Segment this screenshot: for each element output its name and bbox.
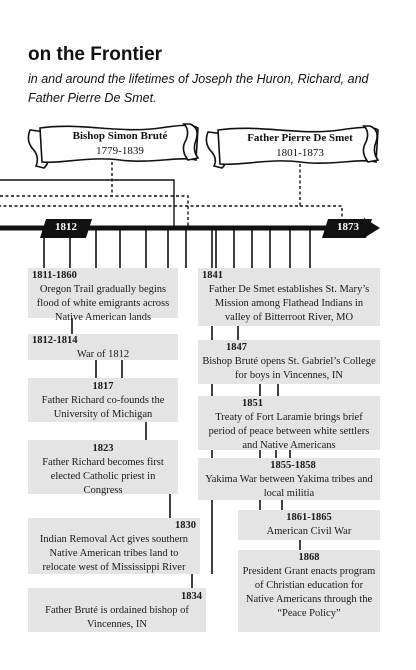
event-year: 1817 xyxy=(92,381,114,392)
event-text: War of 1812 xyxy=(76,349,130,360)
event-text: Father Richard becomes first elected Cat… xyxy=(42,457,164,496)
event-year: 1811-1860 xyxy=(32,270,77,281)
event-text: Father Bruté is ordained bishop of Vince… xyxy=(45,605,189,630)
person-dates: 1801-1873 xyxy=(276,147,324,159)
event-year: 1841 xyxy=(202,270,223,281)
event-year: 1855-1858 xyxy=(270,460,316,471)
person-brute: Bishop Simon Bruté 1779-1839 xyxy=(46,129,194,159)
year-tab-end xyxy=(322,219,372,238)
year-tab-start xyxy=(40,219,92,238)
event-year: 1830 xyxy=(175,520,196,531)
event-text: Bishop Bruté opens St. Gabriel’s College… xyxy=(202,356,376,381)
event-text: Yakima War between Yakima tribes and loc… xyxy=(205,474,373,499)
person-desmet: Father Pierre De Smet 1801-1873 xyxy=(224,131,376,161)
event-st-marys-mission: 1841 Father De Smet establishes St. Mary… xyxy=(198,268,380,326)
event-yakima-war: 1855-1858 Yakima War between Yakima trib… xyxy=(198,458,380,500)
event-peace-policy: 1868 President Grant enacts program of C… xyxy=(238,550,380,632)
event-text: American Civil War xyxy=(266,526,352,537)
event-brute-ordained: 1834 Father Bruté is ordained bishop of … xyxy=(28,588,206,632)
page-title: on the Frontier xyxy=(28,44,163,65)
event-text: President Grant enacts program of Christ… xyxy=(242,566,376,619)
lifespan-connectors xyxy=(0,162,343,228)
event-text: Treaty of Fort Laramie brings brief peri… xyxy=(208,412,370,451)
event-year: 1861-1865 xyxy=(286,512,332,523)
event-year: 1851 xyxy=(242,398,263,409)
brute-dashed-line xyxy=(0,162,189,228)
event-text: Oregon Trail gradually begins flood of w… xyxy=(36,284,170,323)
page-subtitle: in and around the lifetimes of Joseph th… xyxy=(28,72,369,105)
event-civil-war: 1861-1865 American Civil War xyxy=(238,510,380,540)
event-indian-removal-act: 1830 Indian Removal Act gives southern N… xyxy=(28,518,200,574)
event-st-gabriels-college: 1847 Bishop Bruté opens St. Gabriel’s Co… xyxy=(198,340,380,384)
event-war-of-1812: 1812-1814 War of 1812 xyxy=(28,334,178,360)
event-text: Indian Removal Act gives southern Native… xyxy=(39,534,189,573)
event-fort-laramie: 1851 Treaty of Fort Laramie brings brief… xyxy=(198,396,380,451)
person-name: Father Pierre De Smet xyxy=(247,132,353,144)
timeline-end-label: 1873 xyxy=(337,221,359,233)
scroll-banner-brute xyxy=(27,123,200,169)
event-oregon-trail: 1811-1860 Oregon Trail gradually begins … xyxy=(28,268,178,323)
event-year: 1847 xyxy=(226,342,247,353)
event-year: 1868 xyxy=(298,552,320,563)
event-year: 1812-1814 xyxy=(32,335,78,346)
event-richard-congress: 1823 Father Richard becomes first electe… xyxy=(28,440,178,496)
brute-solid-line xyxy=(0,179,175,228)
event-year: 1834 xyxy=(181,591,202,602)
scroll-banner-desmet xyxy=(205,125,380,169)
timeline-start-label: 1812 xyxy=(55,221,77,233)
person-dates: 1779-1839 xyxy=(96,145,144,157)
event-text: Father De Smet establishes St. Mary’s Mi… xyxy=(208,284,370,323)
event-university-michigan: 1817 Father Richard co-founds the Univer… xyxy=(28,378,178,422)
event-year: 1823 xyxy=(92,443,114,454)
event-text: Father Richard co-founds the University … xyxy=(41,395,165,420)
person-name: Bishop Simon Bruté xyxy=(72,130,168,142)
